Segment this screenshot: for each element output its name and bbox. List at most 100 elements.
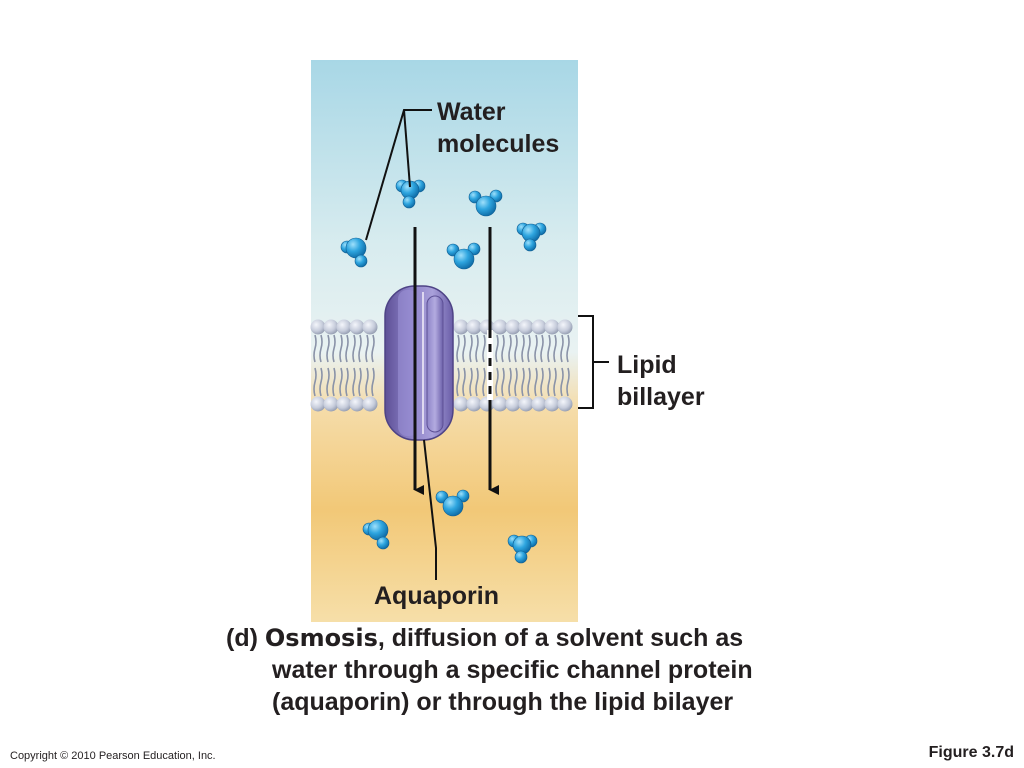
lipid-head	[557, 319, 573, 335]
lipid-bilayer	[310, 319, 573, 412]
lipid-head	[544, 319, 560, 335]
lipid-tail	[345, 367, 349, 397]
lipid-tail	[547, 334, 551, 363]
lipid-tail	[339, 367, 343, 397]
lipid-head	[492, 319, 508, 335]
water-label-line2: molecules	[437, 130, 560, 158]
lipid-head	[466, 396, 482, 412]
water-molecules-label: Water molecules	[437, 96, 559, 160]
figure-caption: (d) Osmosis, diffusion of a solvent such…	[226, 622, 826, 718]
caption-line-3: (aquaporin) or through the lipid bilayer	[272, 688, 734, 716]
lipid-tail	[358, 334, 362, 363]
lipid-tail	[352, 367, 356, 397]
lipid-head	[505, 319, 521, 335]
lipid-head	[336, 319, 352, 335]
lipid-tail	[495, 334, 499, 363]
water-molecule-icon	[516, 222, 547, 252]
lipid-tail	[482, 334, 486, 363]
lipid-tail	[326, 334, 330, 363]
lipid-tail	[326, 367, 330, 397]
lipid-tail	[540, 367, 544, 397]
water-molecule-icon	[507, 534, 538, 564]
aquaporin-leader-line	[423, 439, 437, 580]
lipid-tail	[527, 334, 531, 363]
lipid-tail	[319, 367, 323, 397]
lipid-head	[453, 319, 469, 335]
figure-number: Figure 3.7d	[928, 744, 1014, 761]
lipid-tail	[365, 334, 369, 363]
lipid-tail	[560, 334, 564, 363]
lipid-tail	[560, 367, 564, 397]
caption-line-2: water through a specific channel protein	[272, 656, 753, 684]
water-molecule-icon	[468, 189, 503, 217]
lipid-tail	[475, 367, 479, 397]
lipid-tail	[508, 367, 512, 397]
lipid-tail	[345, 334, 349, 363]
lipid-tail	[547, 367, 551, 397]
lipid-head	[362, 319, 378, 335]
aquaporin-protein	[384, 285, 454, 441]
caption-letter: (d)	[226, 624, 258, 652]
lipid-head	[505, 396, 521, 412]
lipid-tail	[462, 367, 466, 397]
water-leader-line	[403, 109, 411, 188]
caption-term: Osmosis	[264, 624, 378, 652]
lipid-tail	[540, 334, 544, 363]
lipid-tail	[332, 334, 336, 363]
caption-line1-rest: , diffusion of a solvent such as	[377, 624, 744, 652]
lipid-bracket	[578, 315, 609, 409]
lipid-tail	[566, 334, 570, 363]
lipid-head	[557, 396, 573, 412]
lipid-head	[310, 396, 326, 412]
aquaporin-label: Aquaporin	[374, 582, 499, 610]
lipid-label-line1: Lipid	[617, 351, 677, 379]
lipid-tail	[469, 334, 473, 363]
lipid-tail	[358, 367, 362, 397]
lipid-head	[453, 396, 469, 412]
lipid-tail	[371, 367, 375, 397]
lipid-tail	[534, 334, 538, 363]
lipid-tail	[371, 334, 375, 363]
lipid-head	[323, 396, 339, 412]
lipid-tail	[456, 334, 460, 363]
lipid-head	[544, 396, 560, 412]
water-label-line1: Water	[437, 98, 506, 126]
lipid-tail	[521, 334, 525, 363]
lipid-head	[349, 319, 365, 335]
lipid-tail	[352, 334, 356, 363]
lipid-tail	[482, 367, 486, 397]
copyright-text: Copyright © 2010 Pearson Education, Inc.	[10, 750, 216, 762]
lipid-head	[518, 319, 534, 335]
water-molecule-icon	[340, 237, 368, 268]
lipid-tail	[475, 334, 479, 363]
lipid-tail	[462, 334, 466, 363]
lipid-tail	[514, 334, 518, 363]
lipid-head	[531, 396, 547, 412]
lipid-head	[323, 319, 339, 335]
lipid-tail	[553, 367, 557, 397]
lipid-tail	[501, 367, 505, 397]
lipid-tail	[521, 367, 525, 397]
lipid-tail	[553, 334, 557, 363]
lipid-tail	[456, 367, 460, 397]
leader-lines	[365, 109, 609, 580]
lipid-tail	[527, 367, 531, 397]
lipid-tail	[469, 367, 473, 397]
water-molecule-icon	[446, 242, 481, 270]
lipid-tail	[514, 367, 518, 397]
lipid-tail	[501, 334, 505, 363]
lipid-bilayer-label: Lipid billayer	[617, 349, 705, 413]
lipid-head	[310, 319, 326, 335]
lipid-label-line2: billayer	[617, 383, 705, 411]
lipid-tail	[495, 367, 499, 397]
lipid-tail	[534, 367, 538, 397]
lipid-head	[336, 396, 352, 412]
lipid-head	[362, 396, 378, 412]
lipid-tail	[332, 367, 336, 397]
lipid-tail	[508, 334, 512, 363]
water-molecule-icon	[395, 179, 426, 209]
lipid-head	[531, 319, 547, 335]
water-molecule-icon	[362, 519, 390, 550]
lipid-tail	[339, 334, 343, 363]
